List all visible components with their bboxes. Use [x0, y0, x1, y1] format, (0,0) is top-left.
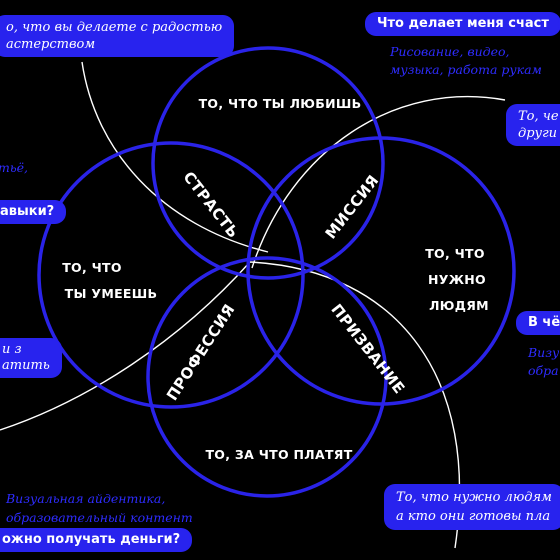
label-what-you-can-be-paid-for: ТО, ЗА ЧТО ПЛАТЯТ — [205, 447, 352, 462]
bottom-left-note-line1: Визуальная айдентика, — [6, 491, 166, 506]
left-mid-note-line2: атить — [2, 358, 50, 373]
right-question: То, че други — [508, 106, 560, 144]
circle-what-you-love — [151, 46, 385, 280]
top-right-note-line1: Рисование, видео, — [390, 44, 510, 59]
connector-curve-top-right — [251, 95, 506, 269]
label-what-the-world-needs-line1: ТО, ЧТО — [425, 246, 485, 261]
circle-what-you-are-good-at — [37, 141, 305, 409]
left-mid-note-line1: и з — [2, 342, 22, 357]
intersection-profession: ПРОФЕССИЯ — [163, 301, 239, 404]
bottom-left-question: ожно получать деньги? — [0, 530, 191, 550]
top-left-question: о, что вы делаете с радостью астерством — [0, 17, 233, 55]
right-mid-note: Визу обра — [528, 344, 559, 380]
top-left-question-line1: о, что вы делаете с радостью — [6, 20, 223, 35]
top-right-note: Рисование, видео, музыка, работа рукам — [390, 43, 542, 79]
bottom-right-question-line1: То, что нужно людям — [396, 490, 552, 505]
right-question-line1: То, че — [518, 109, 559, 124]
top-right-title: Что делает меня счаст — [367, 14, 559, 34]
label-what-you-are-good-at-line2: ТЫ УМЕЕШЬ — [65, 286, 158, 301]
right-question-line2: други — [518, 126, 558, 141]
connector-curve-top-left — [81, 61, 269, 253]
connector-curve-left — [0, 261, 251, 431]
label-what-the-world-needs-line3: ЛЮДЯМ — [429, 298, 489, 313]
top-left-question-line2: астерством — [6, 37, 96, 52]
bottom-left-note-line2: образовательный контент — [6, 510, 193, 525]
right-mid-note-line2: обра — [528, 363, 559, 378]
label-what-the-world-needs-line2: НУЖНО — [428, 272, 486, 287]
label-what-you-are-good-at-line1: ТО, ЧТО — [62, 260, 122, 275]
bottom-left-note: Визуальная айдентика, образовательный ко… — [6, 489, 193, 527]
intersection-passion: СТРАСТЬ — [179, 168, 242, 242]
circle-what-the-world-needs — [246, 136, 516, 406]
left-fragment-1: тьё, — [0, 160, 29, 175]
bottom-right-question: То, что нужно людям а кто они готовы пла — [386, 486, 560, 528]
circle-what-you-can-be-paid-for — [146, 256, 388, 498]
label-what-you-love: ТО, ЧТО ТЫ ЛЮБИШЬ — [199, 96, 362, 111]
top-right-note-line2: музыка, работа рукам — [390, 62, 542, 77]
left-mid-note: и з атить — [0, 340, 60, 376]
left-question-fragment: авыки? — [0, 202, 65, 222]
right-mid-question: В чё — [518, 313, 560, 333]
bottom-right-question-line2: а кто они готовы пла — [396, 509, 551, 524]
right-mid-note-line1: Визу — [528, 345, 560, 360]
